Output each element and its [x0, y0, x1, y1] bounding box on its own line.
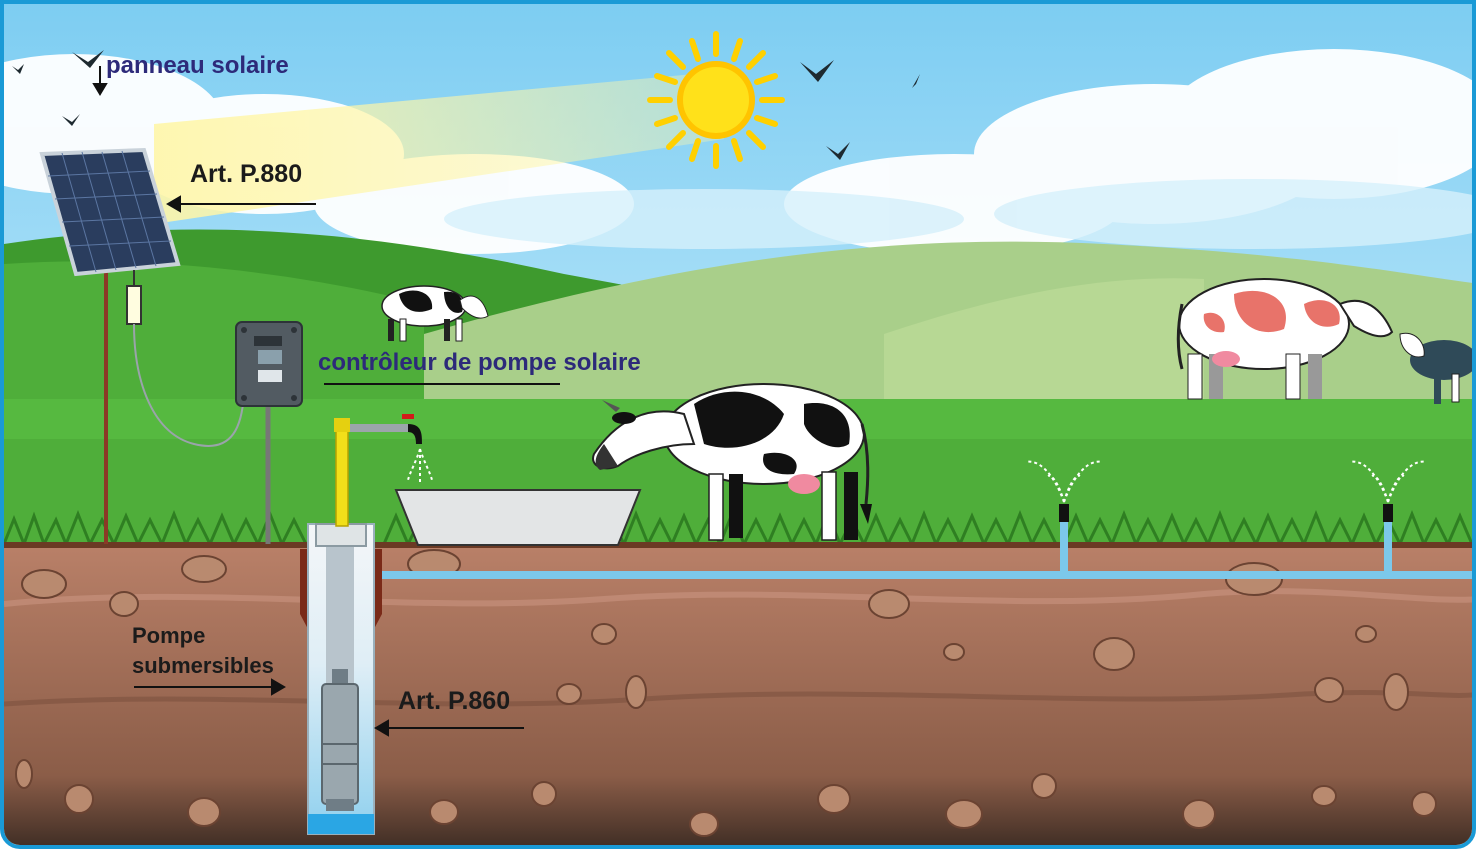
pump-controller-icon	[235, 321, 303, 544]
label-pump-article: Art. P.860	[398, 687, 511, 715]
sprinkler-2	[1349, 460, 1427, 522]
label-solar-panel: panneau solaire	[106, 52, 289, 79]
water-pipe	[348, 571, 1472, 579]
sun-beam	[154, 74, 724, 224]
label-panel-article: Art. P.880	[190, 160, 303, 188]
label-controller: contrôleur de pompe solaire	[318, 349, 641, 376]
callout-arrows	[92, 66, 560, 737]
submersible-pump-icon	[321, 669, 359, 811]
scene-artwork	[4, 4, 1472, 845]
water-trough	[394, 489, 642, 546]
calf	[1399, 332, 1472, 404]
sun-icon	[647, 31, 785, 169]
cow-main	[592, 383, 872, 541]
sprinkler-1	[1025, 460, 1103, 522]
cow-back-left	[381, 285, 489, 342]
solar-panel-icon	[39, 147, 245, 544]
birds	[12, 50, 920, 160]
label-pump-line1: Pompe	[132, 623, 206, 648]
rocks	[15, 549, 1437, 837]
water-faucet	[334, 414, 433, 527]
cow-right	[1176, 278, 1394, 400]
label-pump-line2: submersibles	[132, 653, 274, 678]
